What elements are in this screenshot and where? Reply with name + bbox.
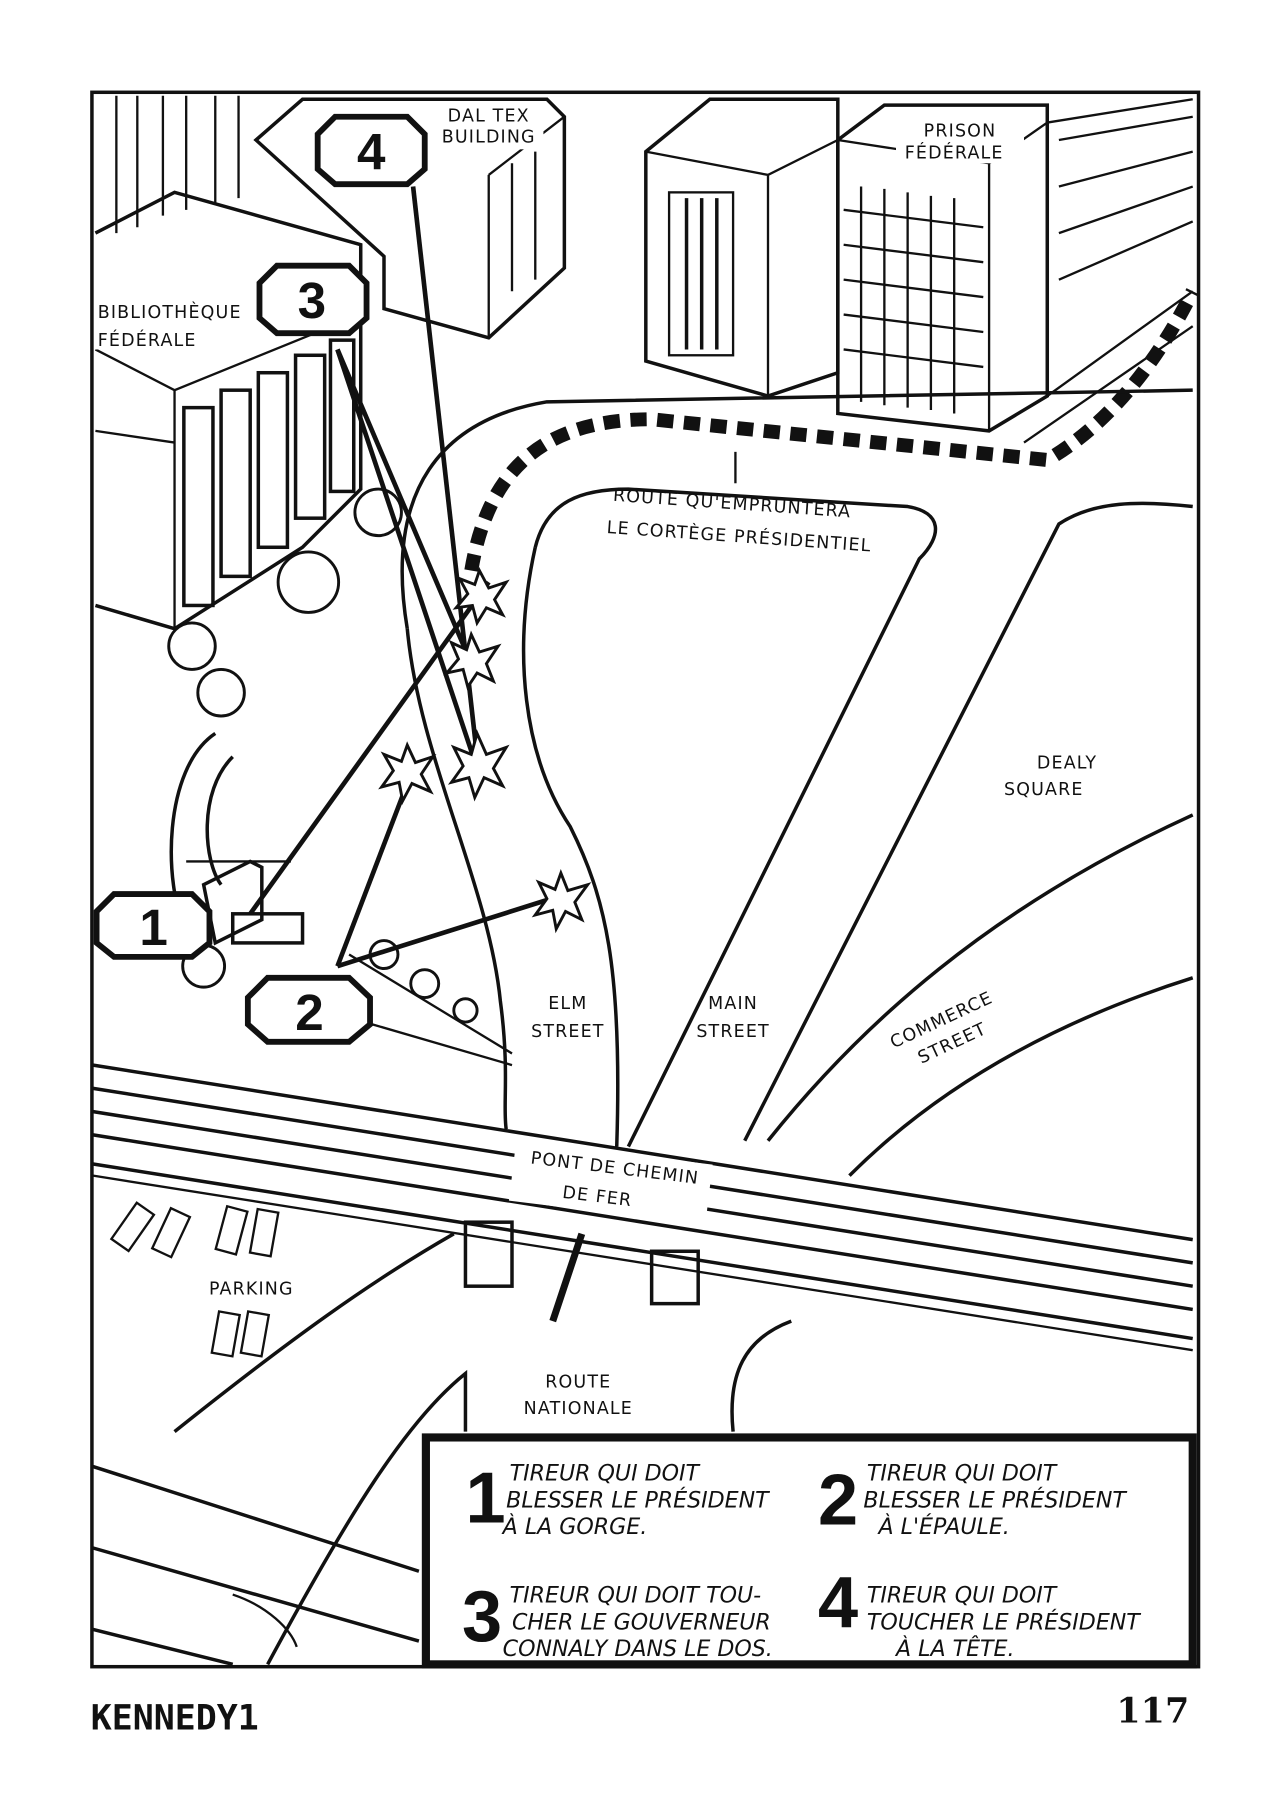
legend: 1 TIREUR QUI DOIT BLESSER LE PRÉSIDENT À… <box>421 1433 1197 1669</box>
svg-text:3: 3 <box>298 272 326 329</box>
svg-text:TIREUR QUI DOIT: TIREUR QUI DOIT <box>510 1461 701 1487</box>
svg-text:4: 4 <box>357 123 386 180</box>
main-street <box>533 487 938 1148</box>
svg-text:4: 4 <box>818 1563 858 1643</box>
dal-tex-building <box>253 97 567 340</box>
svg-text:TIREUR QUI DOIT: TIREUR QUI DOIT <box>867 1461 1058 1487</box>
library-windows <box>182 338 356 608</box>
svg-text:STREET: STREET <box>531 1022 605 1042</box>
legend-item-2: 2 TIREUR QUI DOIT BLESSER LE PRÉSIDENT À… <box>818 1461 1127 1541</box>
lower-roads <box>92 1232 792 1667</box>
trajectory-3 <box>335 348 474 665</box>
svg-text:CHER LE GOUVERNEUR: CHER LE GOUVERNEUR <box>512 1609 771 1635</box>
shooter-marker-4: 4 <box>314 113 428 188</box>
svg-text:SQUARE: SQUARE <box>1004 780 1084 800</box>
svg-text:BLESSER LE PRÉSIDENT: BLESSER LE PRÉSIDENT <box>506 1485 770 1513</box>
label-prison: PRISON <box>924 122 997 142</box>
label-dealy-square: DEALY <box>1037 753 1097 773</box>
trajectory-2 <box>335 767 416 968</box>
footer-title: KENNEDY1 <box>91 1699 259 1739</box>
svg-text:2: 2 <box>818 1461 858 1541</box>
svg-text:STREET: STREET <box>696 1022 770 1042</box>
svg-text:2: 2 <box>295 984 323 1041</box>
svg-text:TOUCHER LE PRÉSIDENT: TOUCHER LE PRÉSIDENT <box>867 1607 1141 1635</box>
impact-burst-icon <box>443 630 502 691</box>
car <box>230 912 305 945</box>
svg-text:CONNALY DANS LE DOS.: CONNALY DANS LE DOS. <box>503 1636 773 1662</box>
parked-cars <box>109 1201 280 1358</box>
trajectory-1 <box>248 580 491 916</box>
impact-bursts <box>378 566 592 934</box>
svg-text:TIREUR QUI DOIT: TIREUR QUI DOIT <box>867 1583 1058 1609</box>
label-route-nationale: ROUTE <box>545 1372 611 1392</box>
impact-burst-icon <box>452 566 510 627</box>
svg-text:BLESSER LE PRÉSIDENT: BLESSER LE PRÉSIDENT <box>863 1485 1127 1513</box>
svg-text:BUILDING: BUILDING <box>442 127 536 147</box>
svg-text:TIREUR QUI DOIT TOU-: TIREUR QUI DOIT TOU- <box>510 1583 761 1609</box>
label-elm-street: ELM <box>548 994 587 1014</box>
legend-item-3: 3 TIREUR QUI DOIT TOU- CHER LE GOUVERNEU… <box>462 1577 773 1662</box>
elm-street <box>405 628 508 1130</box>
svg-text:1: 1 <box>465 1458 505 1538</box>
label-library: BIBLIOTHÈQUE <box>98 301 242 323</box>
legend-item-4: 4 TIREUR QUI DOIT TOUCHER LE PRÉSIDENT À… <box>818 1563 1141 1662</box>
shooter-marker-2: 2 <box>244 974 373 1045</box>
trajectories <box>248 186 560 969</box>
svg-text:À L'ÉPAULE.: À L'ÉPAULE. <box>877 1512 1010 1540</box>
background-building-stripes <box>115 95 240 234</box>
svg-text:À LA TÊTE.: À LA TÊTE. <box>894 1634 1015 1662</box>
impact-burst-icon <box>447 729 510 802</box>
commerce-street <box>766 813 1194 1142</box>
svg-text:FÉDÉRALE: FÉDÉRALE <box>905 142 1004 164</box>
motorcade-route <box>464 288 1199 572</box>
svg-text:3: 3 <box>462 1577 502 1657</box>
prison-windows <box>843 186 984 414</box>
shooter-marker-1: 1 <box>93 891 213 960</box>
label-dal-tex: DAL TEX <box>448 106 530 126</box>
impact-burst-icon <box>531 868 592 934</box>
shooter-marker-3: 3 <box>256 262 370 337</box>
svg-text:NATIONALE: NATIONALE <box>524 1399 633 1419</box>
svg-text:À LA GORGE.: À LA GORGE. <box>501 1512 648 1540</box>
impact-burst-icon <box>378 741 437 806</box>
legend-item-1: 1 TIREUR QUI DOIT BLESSER LE PRÉSIDENT À… <box>465 1458 770 1540</box>
label-main-street: MAIN <box>708 994 758 1014</box>
label-parking: PARKING <box>209 1279 294 1299</box>
kiosk <box>201 859 264 946</box>
page-number: 117 <box>1116 1691 1189 1732</box>
svg-text:FÉDÉRALE: FÉDÉRALE <box>98 329 197 351</box>
svg-text:1: 1 <box>139 899 167 956</box>
